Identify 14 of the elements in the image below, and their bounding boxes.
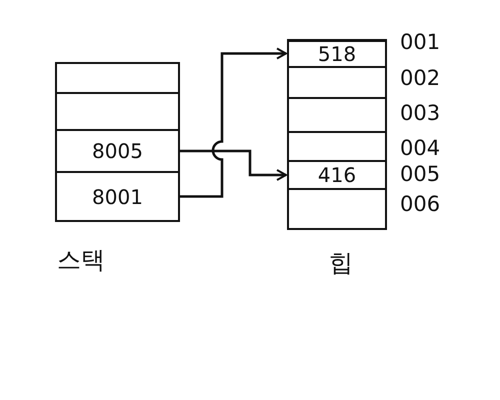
address-label: 006 [400,192,440,216]
address-label: 003 [400,101,440,125]
cell-value: 416 [318,163,356,187]
cell-value: 8001 [92,184,143,208]
cell-value: 8005 [92,139,143,163]
column-caption: 스택 [57,245,105,276]
address-label: 001 [400,30,440,54]
pointer-arrow [180,48,287,198]
address-label: 004 [400,136,440,160]
address-label: 002 [400,66,440,90]
pointer-arrow [180,150,287,181]
column-caption: 힙 [329,248,353,279]
address-label: 005 [400,162,440,186]
cell-value: 518 [318,42,356,66]
